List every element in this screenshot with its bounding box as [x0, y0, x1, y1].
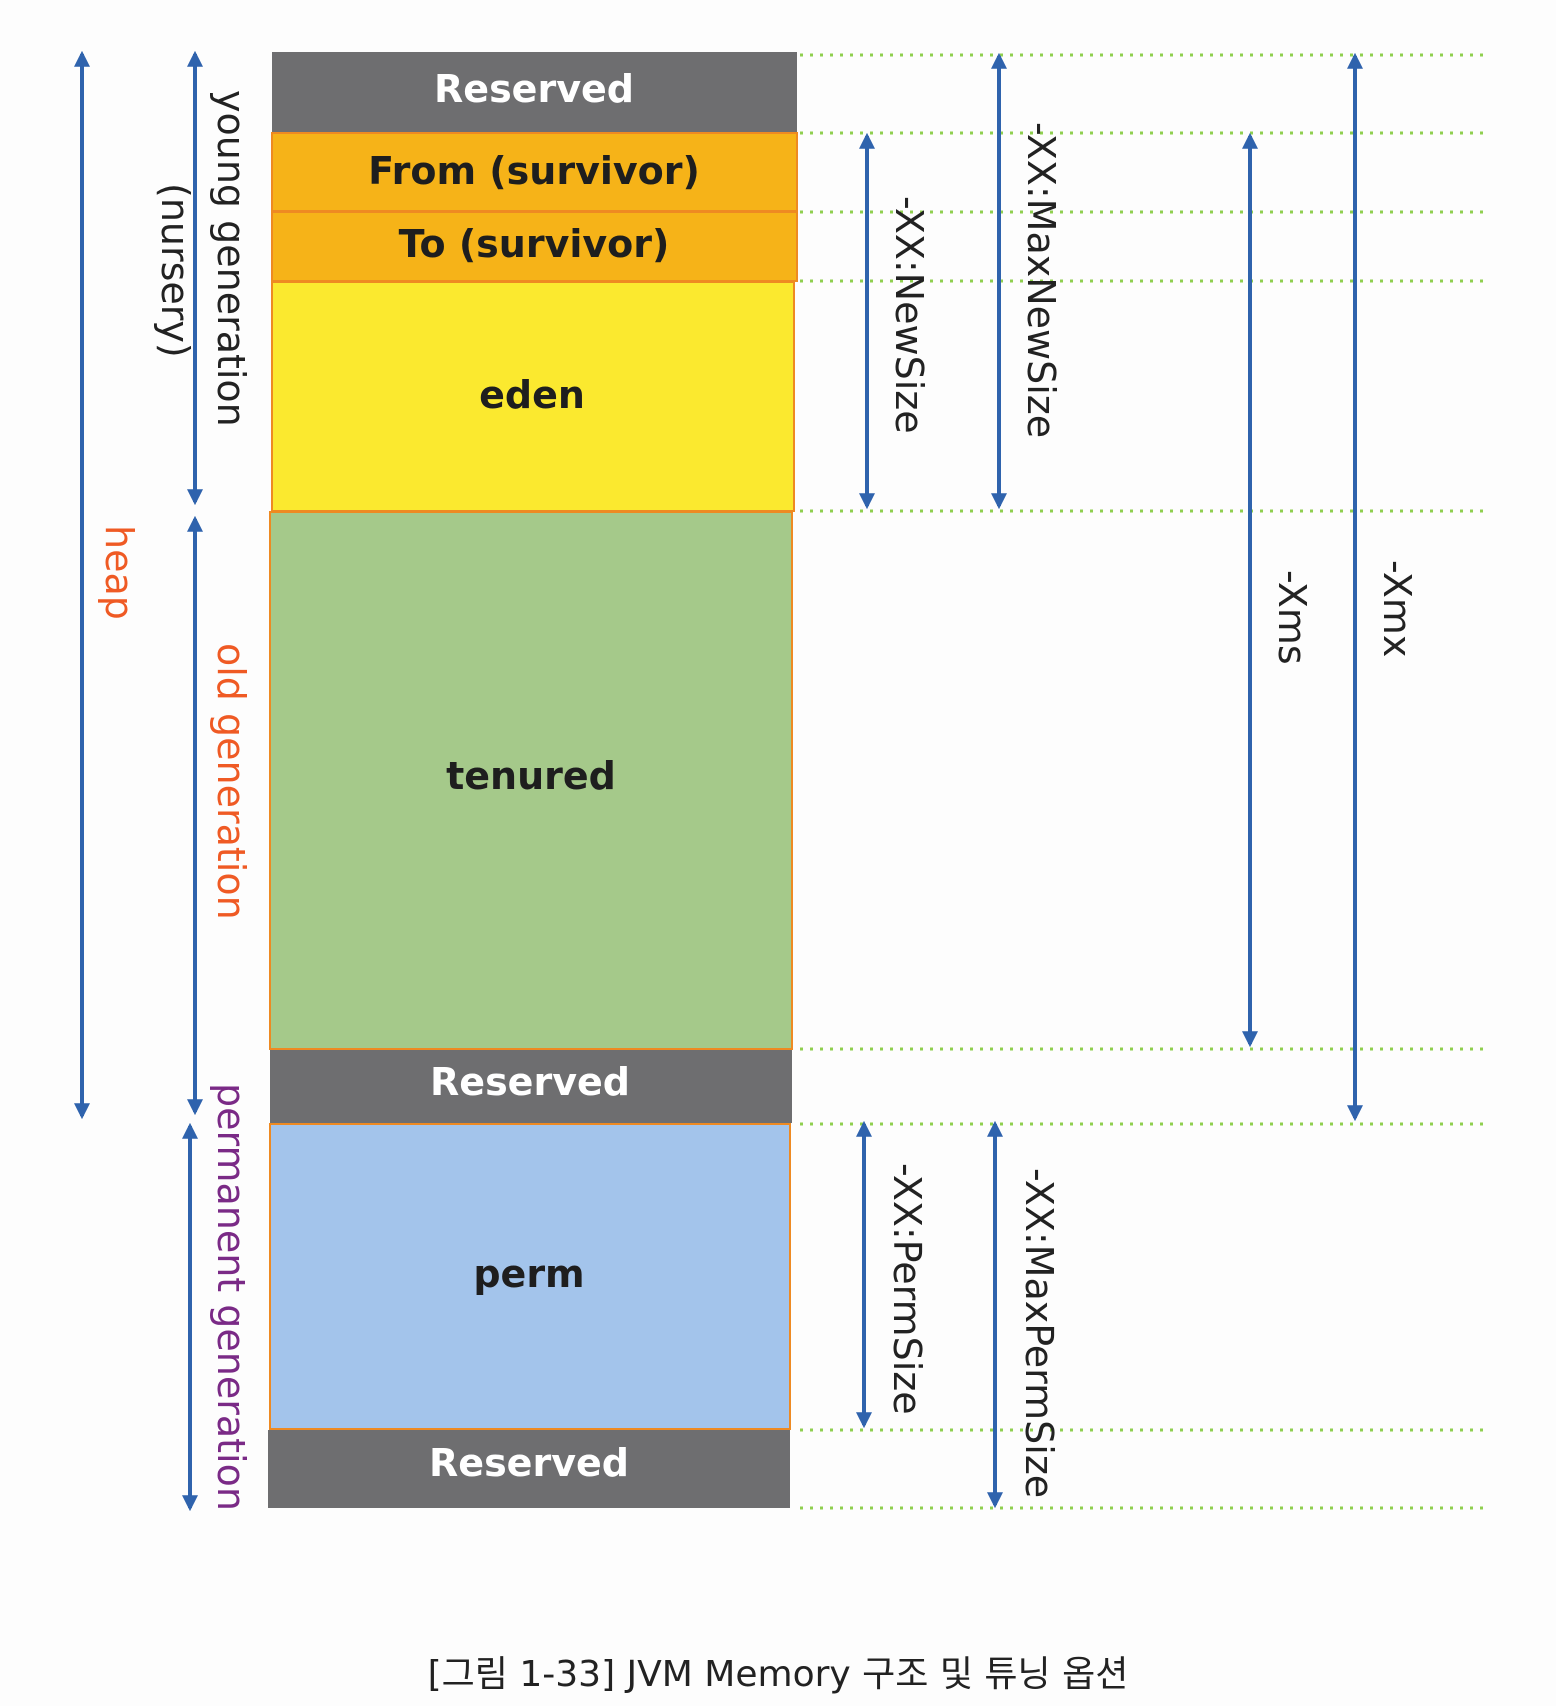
right-arrows	[856, 52, 1363, 1509]
old-generation-label: old generation	[209, 643, 253, 920]
block-label-perm: perm	[473, 1252, 584, 1296]
block-label-to-survivor: To (survivor)	[399, 222, 670, 266]
max-perm-size-label: -XX:MaxPermSize	[1017, 1168, 1061, 1498]
block-label-eden: eden	[479, 373, 585, 417]
memory-blocks: Reserved From (survivor) To (survivor) e…	[268, 52, 798, 1508]
block-from-survivor	[271, 132, 798, 212]
max-new-size-label: -XX:MaxNewSize	[1019, 122, 1063, 438]
block-label-tenured: tenured	[446, 754, 616, 798]
perm-size-label: -XX:PermSize	[885, 1163, 929, 1415]
heap-label: heap	[97, 525, 141, 620]
block-reserved-bottom	[268, 1430, 790, 1508]
left-arrows	[74, 50, 203, 1512]
block-label-from-survivor: From (survivor)	[368, 149, 700, 193]
xms-label: -Xms	[1270, 570, 1314, 665]
permanent-generation-label: permanent generation	[209, 1083, 253, 1511]
xmx-label: -Xmx	[1375, 560, 1419, 657]
block-tenured	[269, 511, 793, 1050]
block-reserved-top	[272, 52, 797, 132]
block-perm	[269, 1123, 791, 1430]
new-size-label: -XX:NewSize	[887, 196, 931, 434]
block-eden	[271, 281, 795, 512]
block-to-survivor	[271, 211, 798, 282]
young-generation-label: young generation	[209, 90, 253, 427]
block-label-reserved-mid: Reserved	[430, 1060, 630, 1104]
nursery-label: (nursery)	[153, 183, 197, 358]
figure-caption: [그림 1-33] JVM Memory 구조 및 튜닝 옵션	[427, 1654, 1129, 1695]
block-reserved-mid	[270, 1050, 792, 1123]
block-label-reserved-top: Reserved	[434, 67, 634, 111]
block-label-reserved-bottom: Reserved	[429, 1441, 629, 1485]
